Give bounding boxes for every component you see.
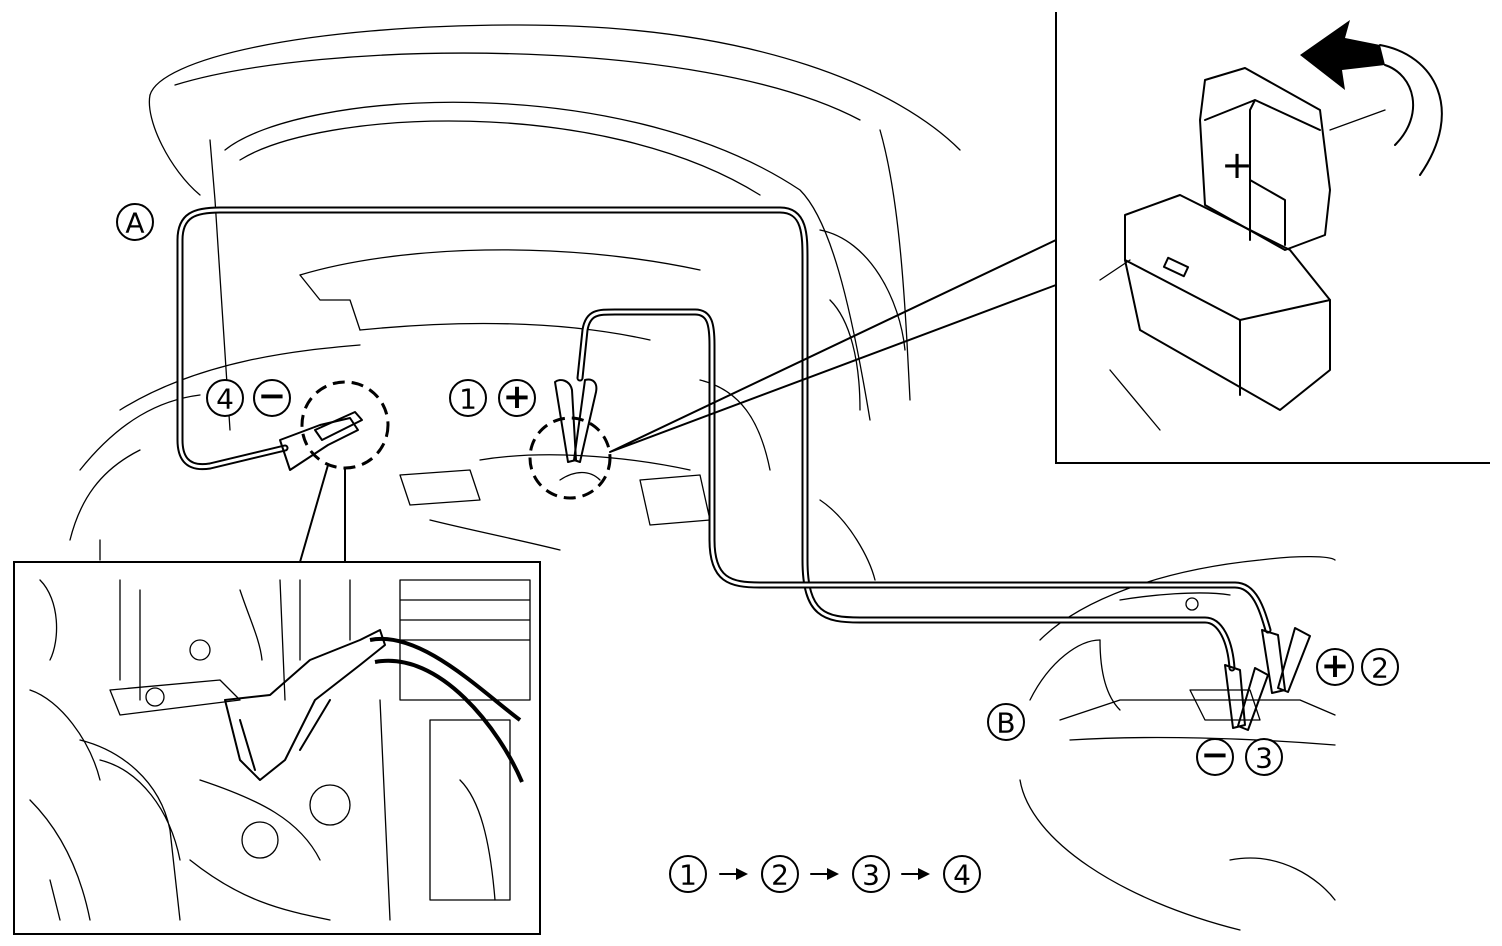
marker-step-3-negative: − 3 [1196, 735, 1283, 776]
clamp-positive-vehicle-a [554, 378, 598, 463]
step-number: 2 [1371, 652, 1389, 685]
clamps-vehicle-b [1224, 627, 1311, 731]
label-vehicle-b: B [987, 703, 1025, 741]
highlight-circle-ground [300, 380, 390, 470]
callout-leader-positive [609, 239, 1057, 453]
right-arrow-icon [901, 868, 930, 880]
clamp-negative-vehicle-a [279, 411, 363, 471]
vehicle-b-engine-bay [1019, 555, 1336, 931]
highlight-circle-positive [528, 416, 612, 500]
sequence-step: 1 [679, 859, 697, 892]
marker-step-1-positive: 1 + [449, 377, 536, 417]
label-vehicle-a: A [116, 203, 154, 241]
inset-ground-connection [13, 561, 541, 935]
inset-positive-terminal: + [1055, 12, 1490, 464]
step-number: 1 [459, 383, 477, 416]
minus-icon: − [258, 376, 287, 416]
marker-step-2-positive: + 2 [1316, 646, 1399, 686]
sequence-step: 4 [953, 859, 971, 892]
jumper-cable-negative [176, 206, 1236, 672]
sequence-step: 3 [862, 859, 880, 892]
right-arrow-icon [719, 868, 748, 880]
minus-icon: − [1201, 735, 1230, 775]
svg-text:A: A [125, 207, 144, 240]
jumper-cable-positive [576, 308, 1272, 634]
sequence-step: 2 [771, 859, 789, 892]
svg-text:B: B [996, 707, 1015, 740]
vehicle-a-engine-bay [69, 24, 961, 581]
callout-leader-ground [299, 464, 346, 563]
step-number: 3 [1255, 742, 1273, 775]
step-number: 4 [216, 383, 234, 416]
connection-sequence: 1 2 3 4 [669, 855, 981, 893]
cover-plus-mark: + [1221, 143, 1253, 187]
plus-icon: + [1321, 646, 1350, 686]
curved-arrow-icon [1300, 20, 1385, 90]
right-arrow-icon [810, 868, 839, 880]
plus-icon: + [503, 377, 532, 417]
marker-step-4-negative: 4 − [206, 376, 291, 417]
